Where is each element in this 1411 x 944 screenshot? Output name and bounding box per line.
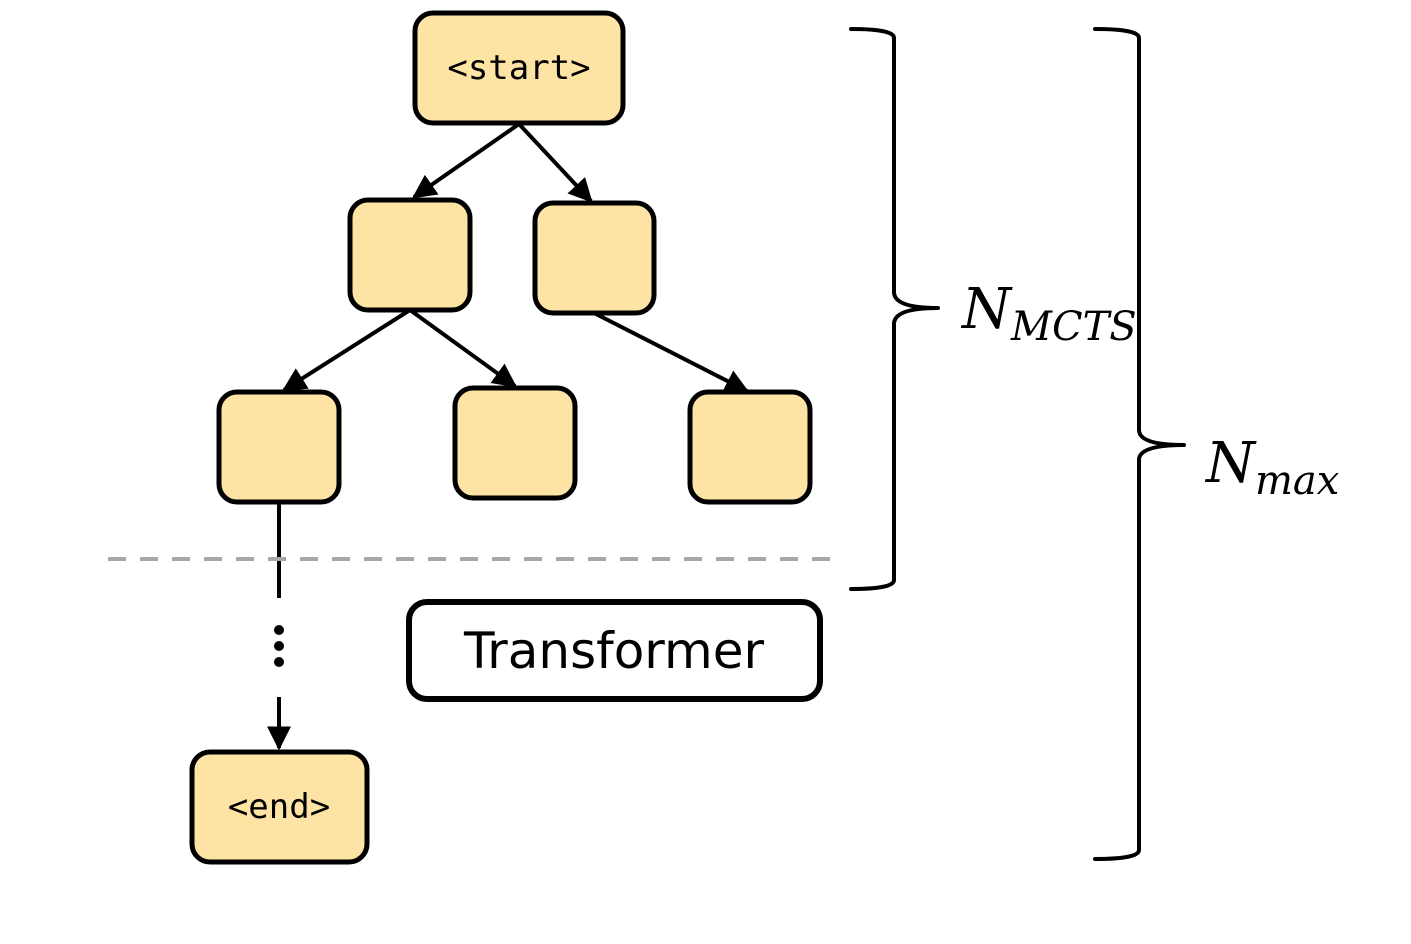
brace-max [1093,27,1186,861]
ellipsis-dot [274,657,284,667]
ellipsis-dot [274,641,284,651]
tree-node [216,389,342,505]
transformer-label: Transformer [463,622,764,680]
tree-node [347,197,473,313]
edge-right-to-leaf3 [593,311,750,393]
tree-node [532,200,657,316]
end-node-label: <end> [228,787,330,827]
edge-start-to-right [517,122,593,203]
n-mcts-base: N [960,277,1013,342]
n-max-label: Nmax [1204,431,1339,504]
start-node-label: <start> [447,48,590,88]
edge-start-to-left [412,122,521,199]
n-max-sub: max [1255,458,1339,504]
edge-left-to-leaf2 [408,308,517,388]
n-mcts-label: NMCTS [960,277,1137,350]
edge-left-to-leaf1 [281,308,412,392]
end-node [189,749,370,865]
tree-node [452,385,578,501]
ellipsis-dot [274,625,284,635]
transformer-box [406,599,823,702]
n-max-base: N [1204,431,1257,496]
tree-node [687,389,813,505]
brace-mcts [849,27,940,591]
start-node [412,10,626,126]
n-mcts-sub: MCTS [1010,304,1137,350]
